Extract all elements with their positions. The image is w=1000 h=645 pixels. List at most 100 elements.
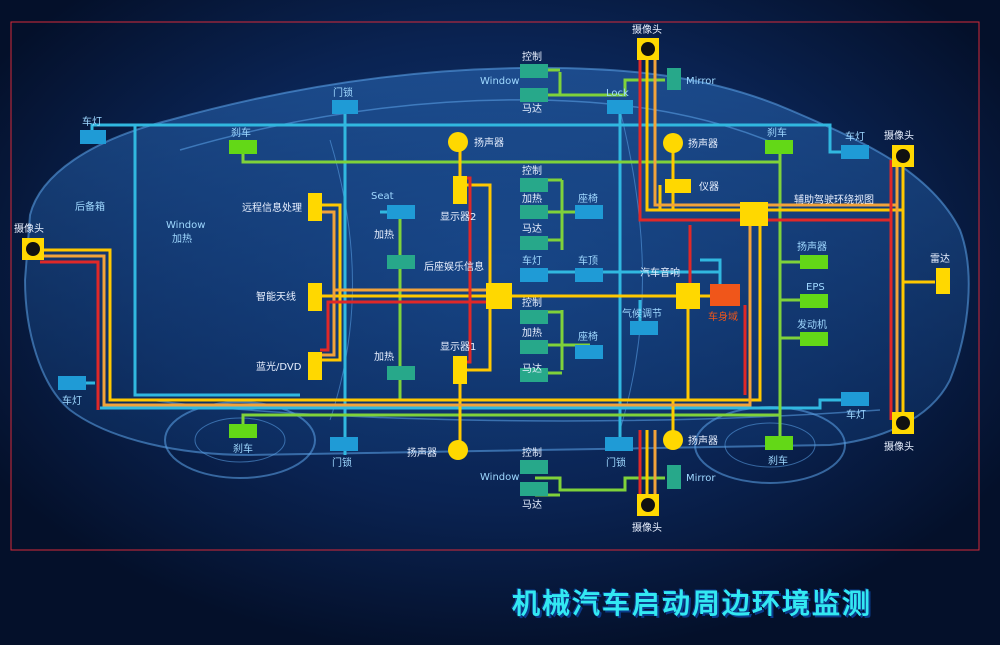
label-light-mid: 车灯 [522, 254, 542, 267]
brake-bottom-right-module [765, 436, 793, 450]
label-motor-bottom: 马达 [522, 499, 542, 511]
label-brake-top-right: 刹车 [767, 126, 787, 139]
engine-module [800, 332, 828, 346]
display2-module [453, 176, 467, 204]
adas-view-module [740, 202, 768, 226]
label-camera-left: 摄像头 [14, 222, 44, 235]
label-light-bottom-left: 车灯 [62, 394, 82, 407]
lock-top-module [607, 100, 633, 114]
door-lock-bottom-module [330, 437, 358, 451]
label-speaker-bottom-center: 扬声器 [407, 446, 437, 459]
label-heat-mid: 加热 [374, 228, 394, 241]
label-light-top-left: 车灯 [82, 115, 102, 128]
label-window-top: Window [480, 76, 519, 87]
radar-module [936, 268, 950, 294]
label-camera-bottom: 摄像头 [632, 521, 662, 534]
control-seat-bottom-module [520, 310, 548, 324]
camera-left-icon [22, 238, 44, 260]
light-bottom-right-module [841, 392, 869, 406]
page-title: 机械汽车启动周边环境监测 [512, 587, 873, 620]
label-smart-antenna: 智能天线 [256, 290, 296, 303]
label-brake-top-left: 刹车 [231, 126, 251, 139]
speaker-center-icon [448, 132, 468, 152]
eps-module [800, 294, 828, 308]
label-instrument: 仪器 [699, 181, 719, 193]
roof-module [575, 268, 603, 282]
seat-cn-bottom-module [575, 345, 603, 359]
remote-info-module [308, 193, 322, 221]
label-speaker-right-mid: 扬声器 [797, 240, 827, 253]
label-camera-right-bottom: 摄像头 [884, 440, 914, 453]
camera-right-top-icon [892, 145, 914, 167]
label-mirror-bottom: Mirror [686, 473, 716, 484]
seat-cn-top-module [575, 205, 603, 219]
label-window-heat-2: 加热 [172, 232, 192, 245]
label-trunk: 后备箱 [75, 200, 105, 213]
motor-top-module [520, 88, 548, 102]
mirror-top-module [667, 68, 681, 90]
label-speaker-bottom-right: 扬声器 [688, 434, 718, 447]
label-control-seat-top: 控制 [522, 164, 542, 177]
brake-top-right-module [765, 140, 793, 154]
speaker-right-icon [663, 133, 683, 153]
label-eps: EPS [806, 282, 825, 293]
label-door-lock-top: 门锁 [333, 86, 353, 99]
control-bottom-module [520, 460, 548, 474]
label-mirror-top: Mirror [686, 76, 716, 87]
label-body-domain: 车身域 [708, 310, 738, 323]
label-camera-top: 摄像头 [632, 23, 662, 36]
label-lock-top: Lock [606, 88, 629, 99]
display1-module [453, 356, 467, 384]
label-window-bottom: Window [480, 472, 519, 483]
brake-bottom-left-module [229, 424, 257, 438]
label-motor-top: 马达 [522, 103, 542, 115]
control-top-module [520, 64, 548, 78]
label-radar: 雷达 [930, 253, 950, 265]
label-brake-bottom-left: 刹车 [233, 442, 253, 455]
brake-top-left-module [229, 140, 257, 154]
label-control-bottom: 控制 [522, 446, 542, 459]
body-domain-module [710, 284, 740, 306]
smart-antenna-module [308, 283, 322, 311]
label-rear-entertain: 后座娱乐信息 [424, 260, 484, 273]
frame-border [10, 21, 980, 551]
motor-seat-bottom-module [520, 368, 548, 382]
label-engine: 发动机 [797, 318, 827, 331]
car-audio-module [676, 283, 700, 309]
car-silhouette [23, 66, 970, 484]
light-top-right-module [841, 145, 869, 159]
camera-bottom-icon [637, 494, 659, 516]
instrument-module [665, 179, 691, 193]
camera-top-icon [637, 38, 659, 60]
bluray-module [308, 352, 322, 380]
label-window-heat-1: Window [166, 220, 205, 231]
mirror-bottom-module [667, 465, 681, 489]
label-speaker-center: 扬声器 [474, 136, 504, 149]
rear-entertain-module [486, 283, 512, 309]
climate-module [630, 321, 658, 335]
light-bottom-left-module [58, 376, 86, 390]
label-speaker-right: 扬声器 [688, 137, 718, 150]
light-mid-module [520, 268, 548, 282]
heat-bottom-module [387, 366, 415, 380]
label-roof: 车顶 [578, 254, 598, 267]
label-brake-bottom-right: 刹车 [768, 454, 788, 467]
speaker-bottom-center-icon [448, 440, 468, 460]
motor-seat-top-module [520, 236, 548, 250]
seat-module [387, 205, 415, 219]
speaker-right-mid-module [800, 255, 828, 269]
label-display2: 显示器2 [440, 211, 476, 223]
door-lock-top-module [332, 100, 358, 114]
yellow-bus-lines [40, 50, 935, 500]
label-climate: 气候调节 [622, 307, 662, 320]
label-adas-view: 辅助驾驶环绕视图 [794, 193, 874, 206]
label-bluray: 蓝光/DVD [256, 360, 302, 373]
door-lock-bottom2-module [605, 437, 633, 451]
light-top-left-module [80, 130, 106, 144]
orange-bus-lines [40, 50, 899, 500]
label-heat-seat-bottom: 加热 [522, 326, 542, 339]
cyan-bus-lines [72, 100, 853, 455]
label-door-lock-bottom2: 门锁 [606, 456, 626, 469]
